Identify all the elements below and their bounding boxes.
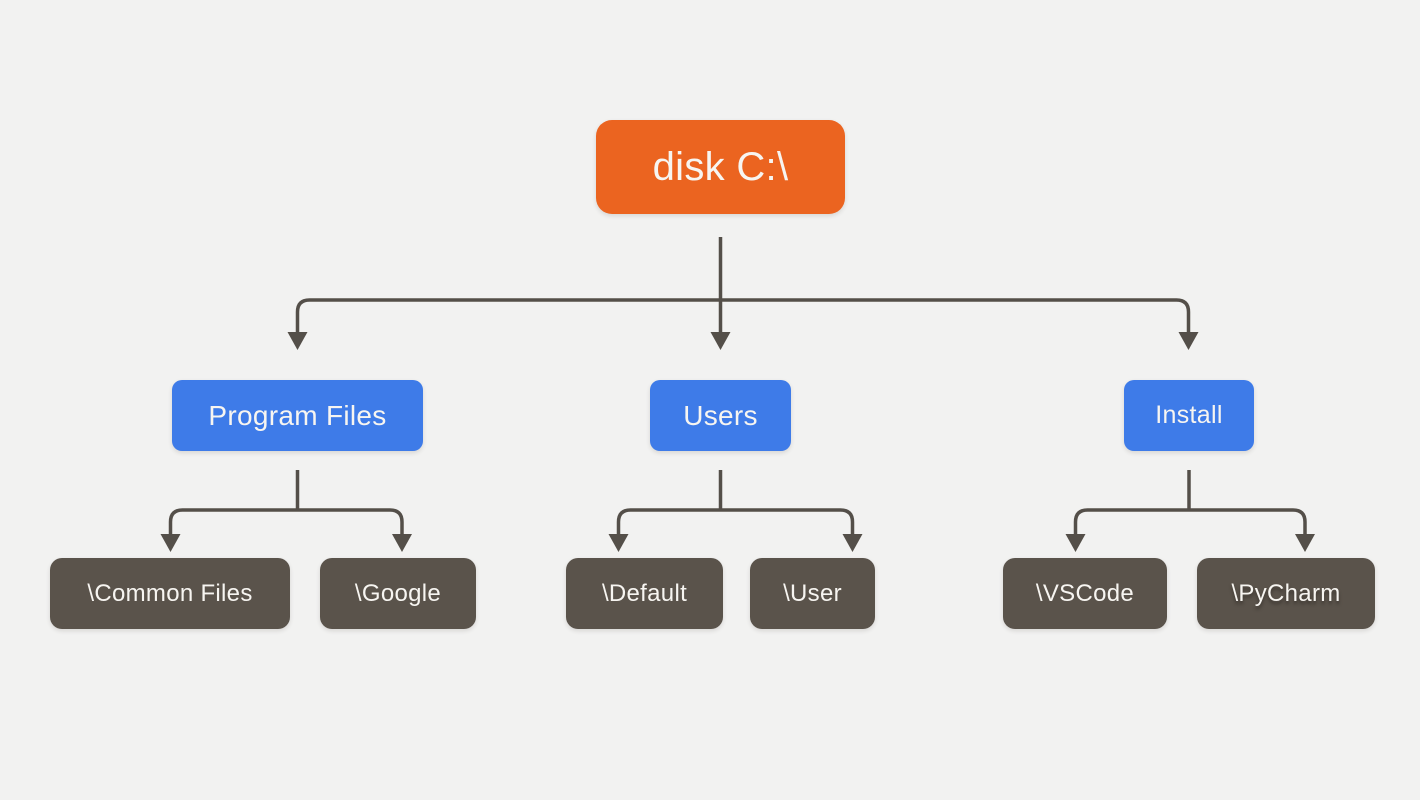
edge-level1-rail <box>295 298 1191 336</box>
node-default: \Default <box>566 558 723 629</box>
node-disk-c: disk C:\ <box>596 120 845 214</box>
arrowhead-icon <box>842 534 863 552</box>
arrowhead-icon <box>392 534 412 552</box>
arrowhead-icon <box>1065 534 1086 552</box>
arrowhead-icon <box>160 534 181 552</box>
node-google-label: \Google <box>354 579 442 607</box>
node-vscode-label: \VSCode <box>1035 579 1135 607</box>
node-program-files: Program Files <box>172 380 423 451</box>
node-pycharm-label: \PyCharm <box>1231 579 1341 607</box>
arrowhead-icon <box>1295 534 1315 552</box>
arrowhead-icon <box>608 534 629 552</box>
node-users-label: Users <box>683 399 758 431</box>
node-default-label: \Default <box>601 579 688 607</box>
edge-users-rail <box>616 508 855 538</box>
node-pycharm: \PyCharm <box>1197 558 1375 629</box>
node-install: Install <box>1124 380 1254 451</box>
node-vscode: \VSCode <box>1003 558 1167 629</box>
node-disk-c-label: disk C:\ <box>652 144 789 189</box>
edge-program-files-rail <box>168 508 404 538</box>
node-google: \Google <box>320 558 476 629</box>
arrowhead-icon <box>287 332 308 350</box>
node-users: Users <box>650 380 791 451</box>
arrowhead-icon <box>710 332 731 350</box>
node-user: \User <box>750 558 875 629</box>
edge-install-rail <box>1073 508 1307 538</box>
node-install-label: Install <box>1155 401 1223 429</box>
node-common-files-label: \Common Files <box>87 579 253 607</box>
node-common-files: \Common Files <box>50 558 290 629</box>
arrowhead-icon <box>1178 332 1199 350</box>
node-user-label: \User <box>783 579 842 607</box>
node-program-files-label: Program Files <box>208 399 387 431</box>
